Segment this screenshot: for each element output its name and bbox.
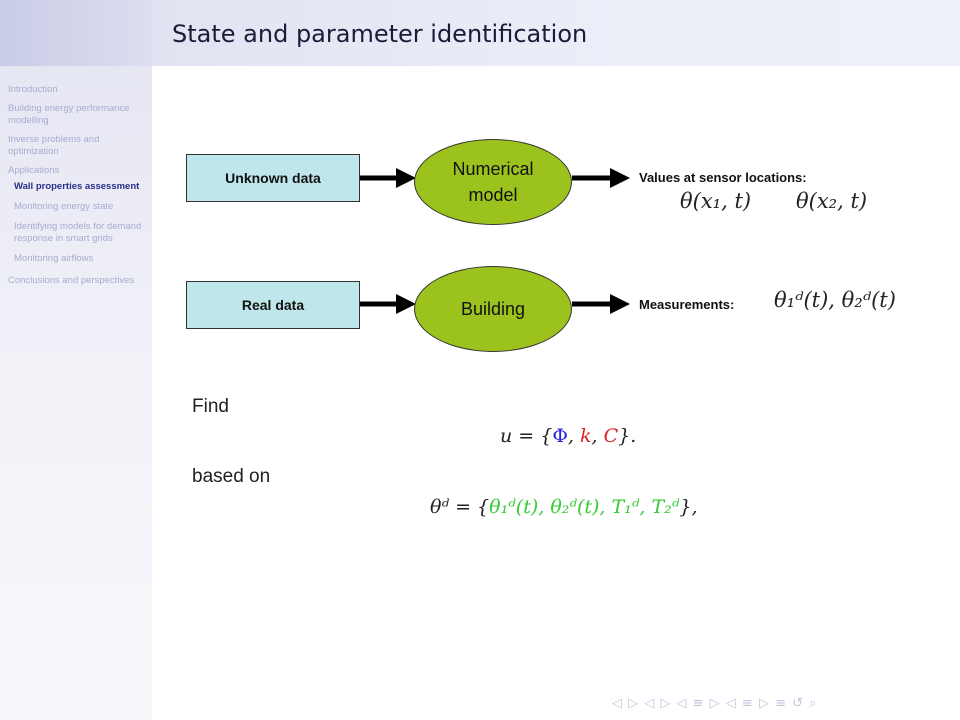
eq1-rhs: }. — [618, 425, 637, 447]
building-ellipse: Building — [414, 266, 572, 352]
numerical-model-label-line1: Numerical — [452, 159, 534, 179]
eq2-lhs: θᵈ = { — [430, 496, 490, 518]
eq1-sep1: , — [567, 425, 580, 447]
sensor-values-caption: Values at sensor locations: — [639, 170, 807, 185]
slide-title: State and parameter identification — [172, 20, 588, 48]
measurements-formula: θ₁ᵈ(t), θ₂ᵈ(t) — [774, 288, 896, 312]
unknown-data-label: Unknown data — [225, 170, 321, 186]
unknown-data-box: Unknown data — [186, 154, 360, 202]
real-data-box: Real data — [186, 281, 360, 329]
toc-subitem-demand-response[interactable]: Identifying models for demand response i… — [14, 221, 142, 244]
toc-item-modelling[interactable]: Building energy performance modelling — [8, 103, 130, 126]
toc-item-introduction[interactable]: Introduction — [8, 84, 58, 95]
phi-symbol: Φ — [552, 425, 568, 447]
based-on-label: based on — [192, 466, 271, 487]
k-symbol: k — [580, 425, 592, 447]
theta-x1-formula: θ(x₁, t) — [680, 189, 752, 213]
navigation-symbols[interactable]: ◁ ▷ ◁ ▷ ◁ ≡ ▷ ◁ ≡ ▷ ≡ ↺ ⌕ — [612, 696, 818, 711]
toc-subitem-monitoring-energy[interactable]: Monitoring energy state — [14, 201, 114, 212]
find-label: Find — [192, 396, 229, 417]
eq2-terms: θ₁ᵈ(t), θ₂ᵈ(t), T₁ᵈ, T₂ᵈ — [489, 496, 680, 518]
table-of-contents: Introduction Building energy performance… — [8, 84, 148, 294]
parameter-set-equation: u = {Φ, k, C}. — [500, 425, 636, 447]
arrow-right-icon — [360, 294, 416, 314]
measured-data-equation: θᵈ = {θ₁ᵈ(t), θ₂ᵈ(t), T₁ᵈ, T₂ᵈ}, — [430, 496, 698, 518]
eq1-lhs: u = { — [500, 425, 553, 447]
numerical-model-ellipse: Numerical model — [414, 139, 572, 225]
arrow-right-icon — [360, 168, 416, 188]
building-label: Building — [460, 299, 526, 319]
sidebar: Introduction Building energy performance… — [0, 0, 152, 720]
toc-item-inverse-problems[interactable]: Inverse problems and optimization — [8, 134, 100, 157]
toc-item-applications[interactable]: Applications — [8, 165, 60, 176]
theta-x2-formula: θ(x₂, t) — [796, 189, 868, 213]
numerical-model-label-line2: model — [468, 185, 518, 205]
eq2-rhs: }, — [679, 496, 698, 518]
sidebar-header — [0, 0, 152, 66]
real-data-label: Real data — [241, 297, 305, 313]
toc-subitem-airflows[interactable]: Monitoring airflows — [14, 253, 94, 264]
arrow-right-icon — [572, 168, 630, 188]
measurements-caption: Measurements: — [639, 297, 735, 312]
slide-header: State and parameter identification — [152, 0, 960, 66]
arrow-right-icon — [572, 294, 630, 314]
toc-item-conclusions[interactable]: Conclusions and perspectives — [8, 275, 135, 286]
toc-subitem-wall-properties[interactable]: Wall properties assessment — [14, 181, 140, 192]
eq1-sep2: , — [591, 425, 604, 447]
c-symbol: C — [603, 425, 619, 447]
